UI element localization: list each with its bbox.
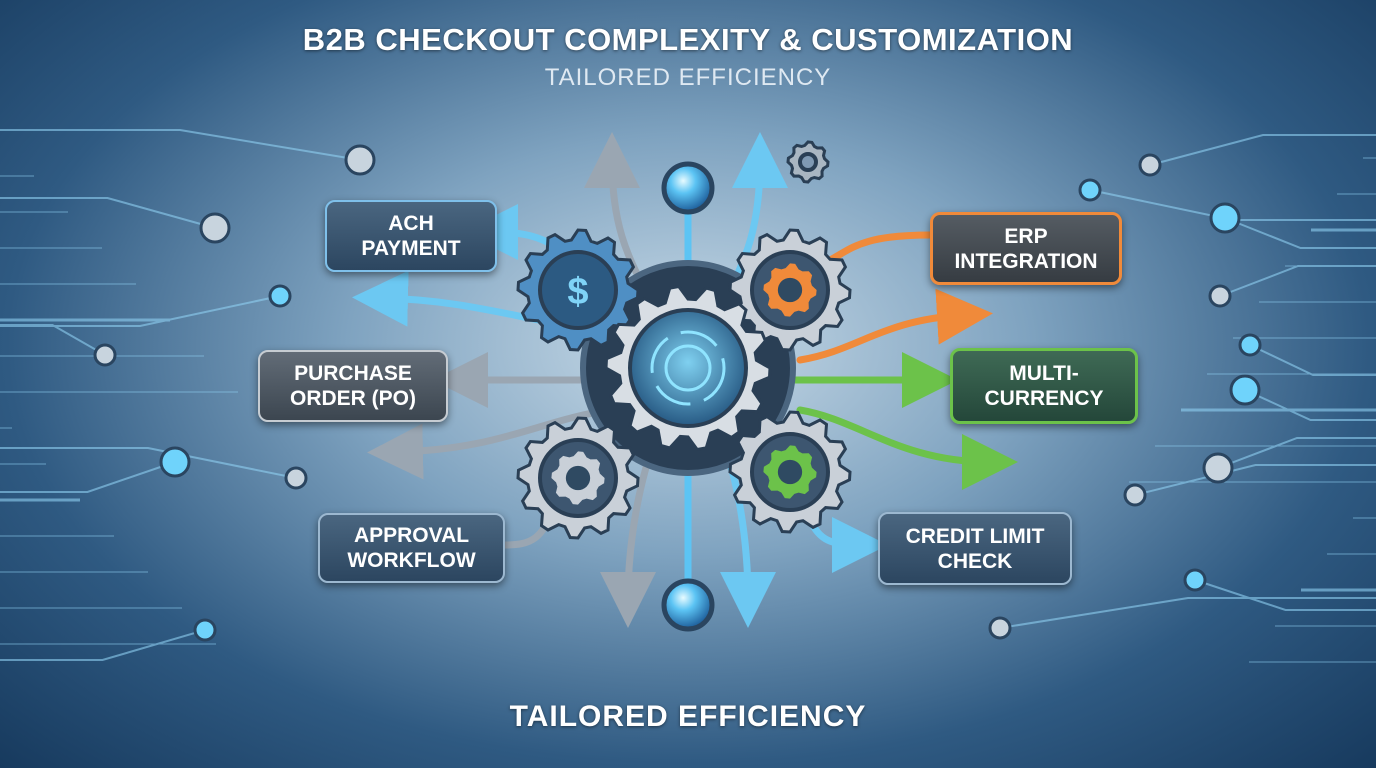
- circuit-node-icon: [1202, 452, 1234, 484]
- circuit-node-icon: [159, 446, 191, 478]
- bottom-orb-icon: [661, 578, 715, 632]
- circuit-trace: [1244, 389, 1376, 421]
- core-ring: [664, 344, 712, 392]
- circuit-node-icon: [1138, 153, 1162, 177]
- page-subtitle: TAILORED EFFICIENCY: [544, 64, 832, 91]
- circuit-node-icon: [268, 284, 292, 308]
- circuit-trace: [1134, 464, 1376, 496]
- circuit-node-icon: [93, 343, 117, 367]
- node-label: CREDIT LIMIT CHECK: [905, 524, 1045, 573]
- footer-title: TAILORED EFFICIENCY: [509, 700, 867, 733]
- circuit-node-icon: [1238, 333, 1262, 357]
- circuit-node-icon: [1208, 284, 1232, 308]
- gear-credit-limit-check-inner-hole: [777, 459, 803, 485]
- node-purchase-order: PURCHASE ORDER (PO): [258, 350, 448, 422]
- gear-decorative-icon-hub: [798, 152, 818, 172]
- top-orb-icon: [661, 161, 715, 215]
- node-multi-currency: MULTI-CURRENCY: [950, 348, 1138, 424]
- circuit-trace: [0, 447, 297, 479]
- circuit-trace: [999, 597, 1376, 629]
- circuit-trace: [0, 629, 206, 661]
- gear-approval-workflow-inner-hole: [565, 465, 591, 491]
- circuit-node-icon: [1209, 202, 1241, 234]
- node-label: ERP INTEGRATION: [954, 224, 1098, 273]
- circuit-node-icon: [1123, 483, 1147, 507]
- gear-ach-payment-hub: [538, 250, 618, 330]
- circuit-trace: [0, 461, 176, 493]
- dollar-icon: $: [567, 271, 588, 313]
- circuit-node-icon: [1183, 568, 1207, 592]
- node-erp-integration: ERP INTEGRATION: [930, 212, 1122, 285]
- circuit-trace: [0, 197, 216, 229]
- circuit-node-icon: [1229, 374, 1261, 406]
- circuit-trace: [1217, 437, 1376, 469]
- circuit-node-icon: [988, 616, 1012, 640]
- circuit-trace: [1149, 134, 1376, 166]
- circuit-node-icon: [284, 466, 308, 490]
- circuit-trace: [1249, 344, 1376, 376]
- page-title: B2B CHECKOUT COMPLEXITY & CUSTOMIZATION: [302, 22, 1074, 57]
- circuit-trace: [0, 129, 361, 161]
- node-label: ACH PAYMENT: [361, 212, 461, 260]
- node-ach-payment: ACH PAYMENT: [325, 200, 497, 272]
- circuit-node-icon: [199, 212, 231, 244]
- central-gear-icon-hub: [628, 308, 748, 428]
- circuit-node-icon: [1078, 178, 1102, 202]
- node-credit-limit-check: CREDIT LIMIT CHECK: [878, 512, 1072, 585]
- circuit-trace: [0, 324, 106, 356]
- node-label: MULTI-CURRENCY: [984, 362, 1104, 410]
- circuit-trace: [1194, 579, 1376, 611]
- node-label: PURCHASE ORDER (PO): [290, 362, 416, 410]
- circuit-lines: [0, 129, 1376, 663]
- circuit-node-icon: [193, 618, 217, 642]
- node-label: APPROVAL WORKFLOW: [347, 524, 476, 572]
- core-ring: [650, 330, 726, 406]
- circuit-trace: [1224, 217, 1376, 249]
- circuit-node-icon: [344, 144, 376, 176]
- node-approval-workflow: APPROVAL WORKFLOW: [318, 513, 505, 583]
- gear-erp-integration-inner-hole: [777, 277, 803, 303]
- circuit-trace: [1219, 265, 1376, 297]
